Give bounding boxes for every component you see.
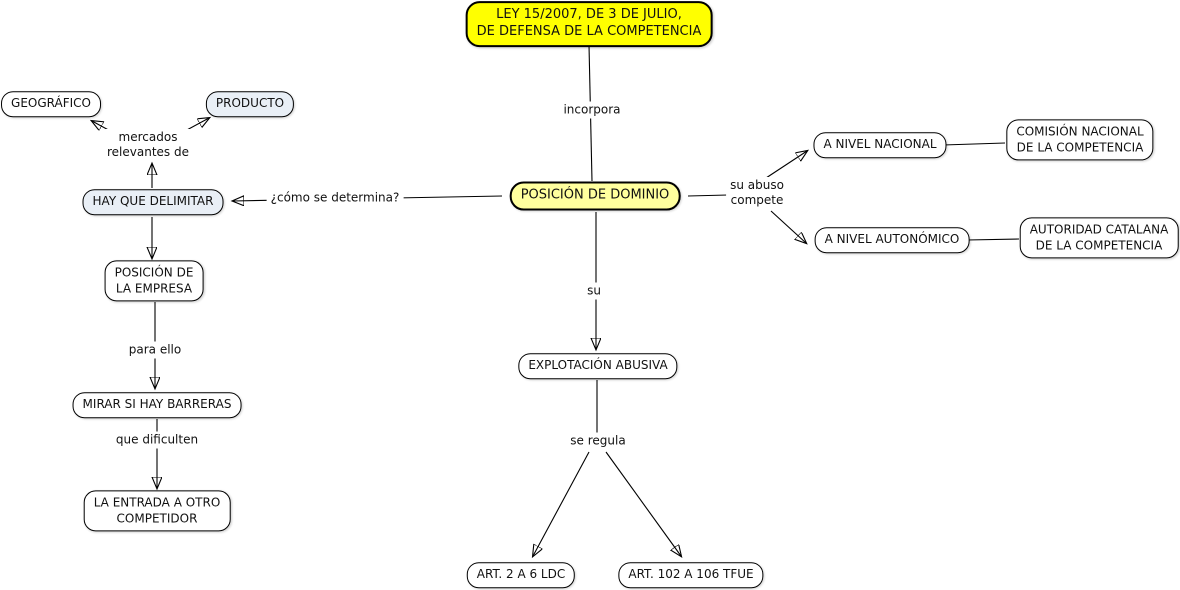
node-comision-nacional-competencia[interactable]: COMISIÓN NACIONAL DE LA COMPETENCIA <box>1006 119 1154 161</box>
node-mirar-si-hay-barreras[interactable]: MIRAR SI HAY BARRERAS <box>72 392 242 418</box>
edge-label-mercados-relevantes: mercados relevantes de <box>103 129 193 161</box>
node-ley-15-2007[interactable]: LEY 15/2007, DE 3 DE JULIO, DE DEFENSA D… <box>465 1 713 47</box>
node-explotacion-abusiva[interactable]: EXPLOTACIÓN ABUSIVA <box>518 353 678 379</box>
edge-autonomico-catalana <box>966 238 1020 241</box>
node-art-102-a-106-tfue[interactable]: ART. 102 A 106 TFUE <box>618 562 764 588</box>
edge-seregula-art-ldc <box>533 451 590 556</box>
node-posicion-de-la-empresa[interactable]: POSICIÓN DE LA EMPRESA <box>104 260 204 302</box>
node-hay-que-delimitar[interactable]: HAY QUE DELIMITAR <box>82 189 224 215</box>
edge-suabuso-autonomico <box>770 210 806 243</box>
edge-dominio-suabuso <box>687 194 729 197</box>
node-posicion-de-dominio[interactable]: POSICIÓN DE DOMINIO <box>509 181 681 211</box>
node-geografico[interactable]: GEOGRÁFICO <box>1 91 101 117</box>
edge-label-como-se-determina: ¿cómo se determina? <box>266 189 404 207</box>
edge-mercados-producto <box>184 118 209 132</box>
edge-label-incorpora: incorpora <box>559 101 625 119</box>
edge-label-se-regula: se regula <box>566 432 630 450</box>
edge-seregula-art-tfue <box>605 451 681 556</box>
edge-label-que-dificulten: que dificulten <box>111 431 203 449</box>
node-la-entrada-a-otro-competidor[interactable]: LA ENTRADA A OTRO COMPETIDOR <box>83 490 231 532</box>
edge-nacional-comision <box>942 142 1006 146</box>
edge-label-su: su <box>583 282 605 300</box>
edge-label-su-abuso-compete: su abuso compete <box>726 177 788 209</box>
node-art-2-a-6-ldc[interactable]: ART. 2 A 6 LDC <box>466 562 576 588</box>
edge-label-para-ello: para ello <box>124 341 186 359</box>
node-autoridad-catalana-competencia[interactable]: AUTORIDAD CATALANA DE LA COMPETENCIA <box>1019 217 1179 259</box>
node-a-nivel-autonomico[interactable]: A NIVEL AUTONÓMICO <box>814 227 970 253</box>
node-producto[interactable]: PRODUCTO <box>205 91 295 117</box>
edge-suabuso-nacional <box>765 151 807 179</box>
node-a-nivel-nacional[interactable]: A NIVEL NACIONAL <box>813 132 947 158</box>
